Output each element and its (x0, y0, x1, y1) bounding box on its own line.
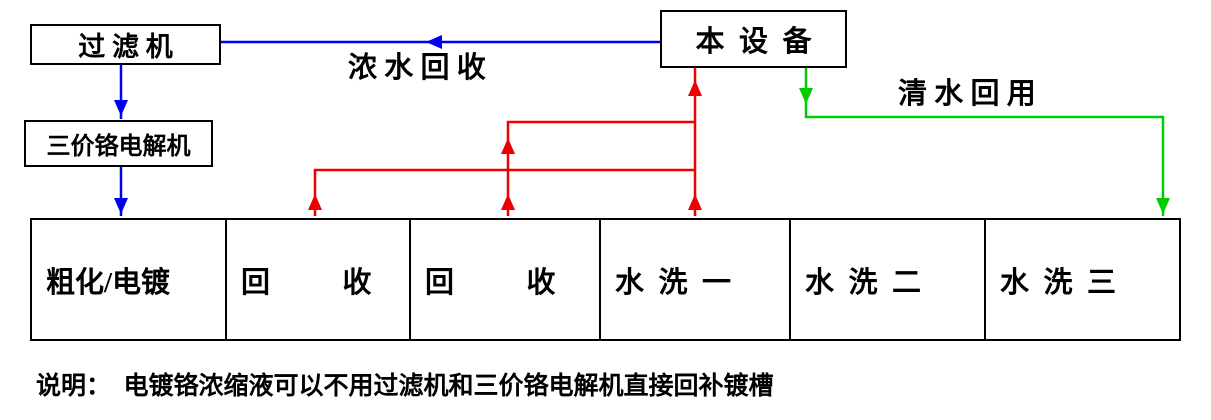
box-this-equipment: 本 设 备 (660, 10, 847, 68)
box-filter-machine: 过 滤 机 (30, 24, 221, 65)
label-concentrate-water-recovery: 浓 水 回 收 (348, 52, 486, 84)
tank-recovery-1: 回 收 (227, 220, 411, 339)
tank-label: 回 收 (425, 266, 556, 299)
edge-wash1-to-equipment-arrowhead (688, 194, 702, 210)
electrolyzer-label: 三价铬电解机 (46, 134, 191, 160)
tank-roughen-plating: 粗化/电镀 (32, 220, 227, 339)
tank-label: 粗化/电镀 (46, 266, 171, 299)
tank-label: 水 洗 二 (805, 266, 922, 299)
tank-wash-2: 水 洗 二 (791, 220, 986, 339)
tank-label: 回 收 (241, 266, 372, 299)
tank-recovery-2: 回 收 (411, 220, 601, 339)
note-text: 说明： 电镀铬浓缩液可以不用过滤机和三价铬电解机直接回补镀槽 (36, 373, 774, 400)
edge-cleanwater-to-wash3-arrowhead (799, 88, 813, 104)
edge-concentrate-to-filter-arrowhead (426, 35, 442, 49)
filter-machine-label: 过 滤 机 (78, 32, 173, 62)
box-trivalent-chromium-electrolyzer: 三价铬电解机 (24, 120, 213, 167)
tank-label: 水 洗 一 (615, 266, 732, 299)
tank-wash-1: 水 洗 一 (601, 220, 791, 339)
edge-wash1-to-equipment-arrowhead (688, 80, 702, 96)
edge-recovery2-to-equipment-arrowhead (501, 194, 515, 210)
tank-wash-3: 水 洗 三 (986, 220, 1179, 339)
this-equipment-label: 本 设 备 (695, 26, 812, 58)
label-clean-water-reuse: 清 水 回 用 (898, 78, 1036, 110)
edge-filter-to-electrolysis-arrowhead (114, 100, 128, 116)
tank-row: 粗化/电镀 回 收 回 收 水 洗 一 水 洗 二 水 洗 三 (30, 218, 1181, 341)
edge-recovery1-to-equipment-arrowhead (308, 194, 322, 210)
edge-recovery2-to-equipment-arrowhead (501, 138, 515, 154)
edge-cleanwater-to-wash3-arrowhead (1156, 198, 1170, 214)
edge-electrolysis-to-plating-tank-arrowhead (114, 198, 128, 214)
edge-recovery2-to-equipment (506, 120, 695, 216)
tank-label: 水 洗 三 (1000, 266, 1117, 299)
